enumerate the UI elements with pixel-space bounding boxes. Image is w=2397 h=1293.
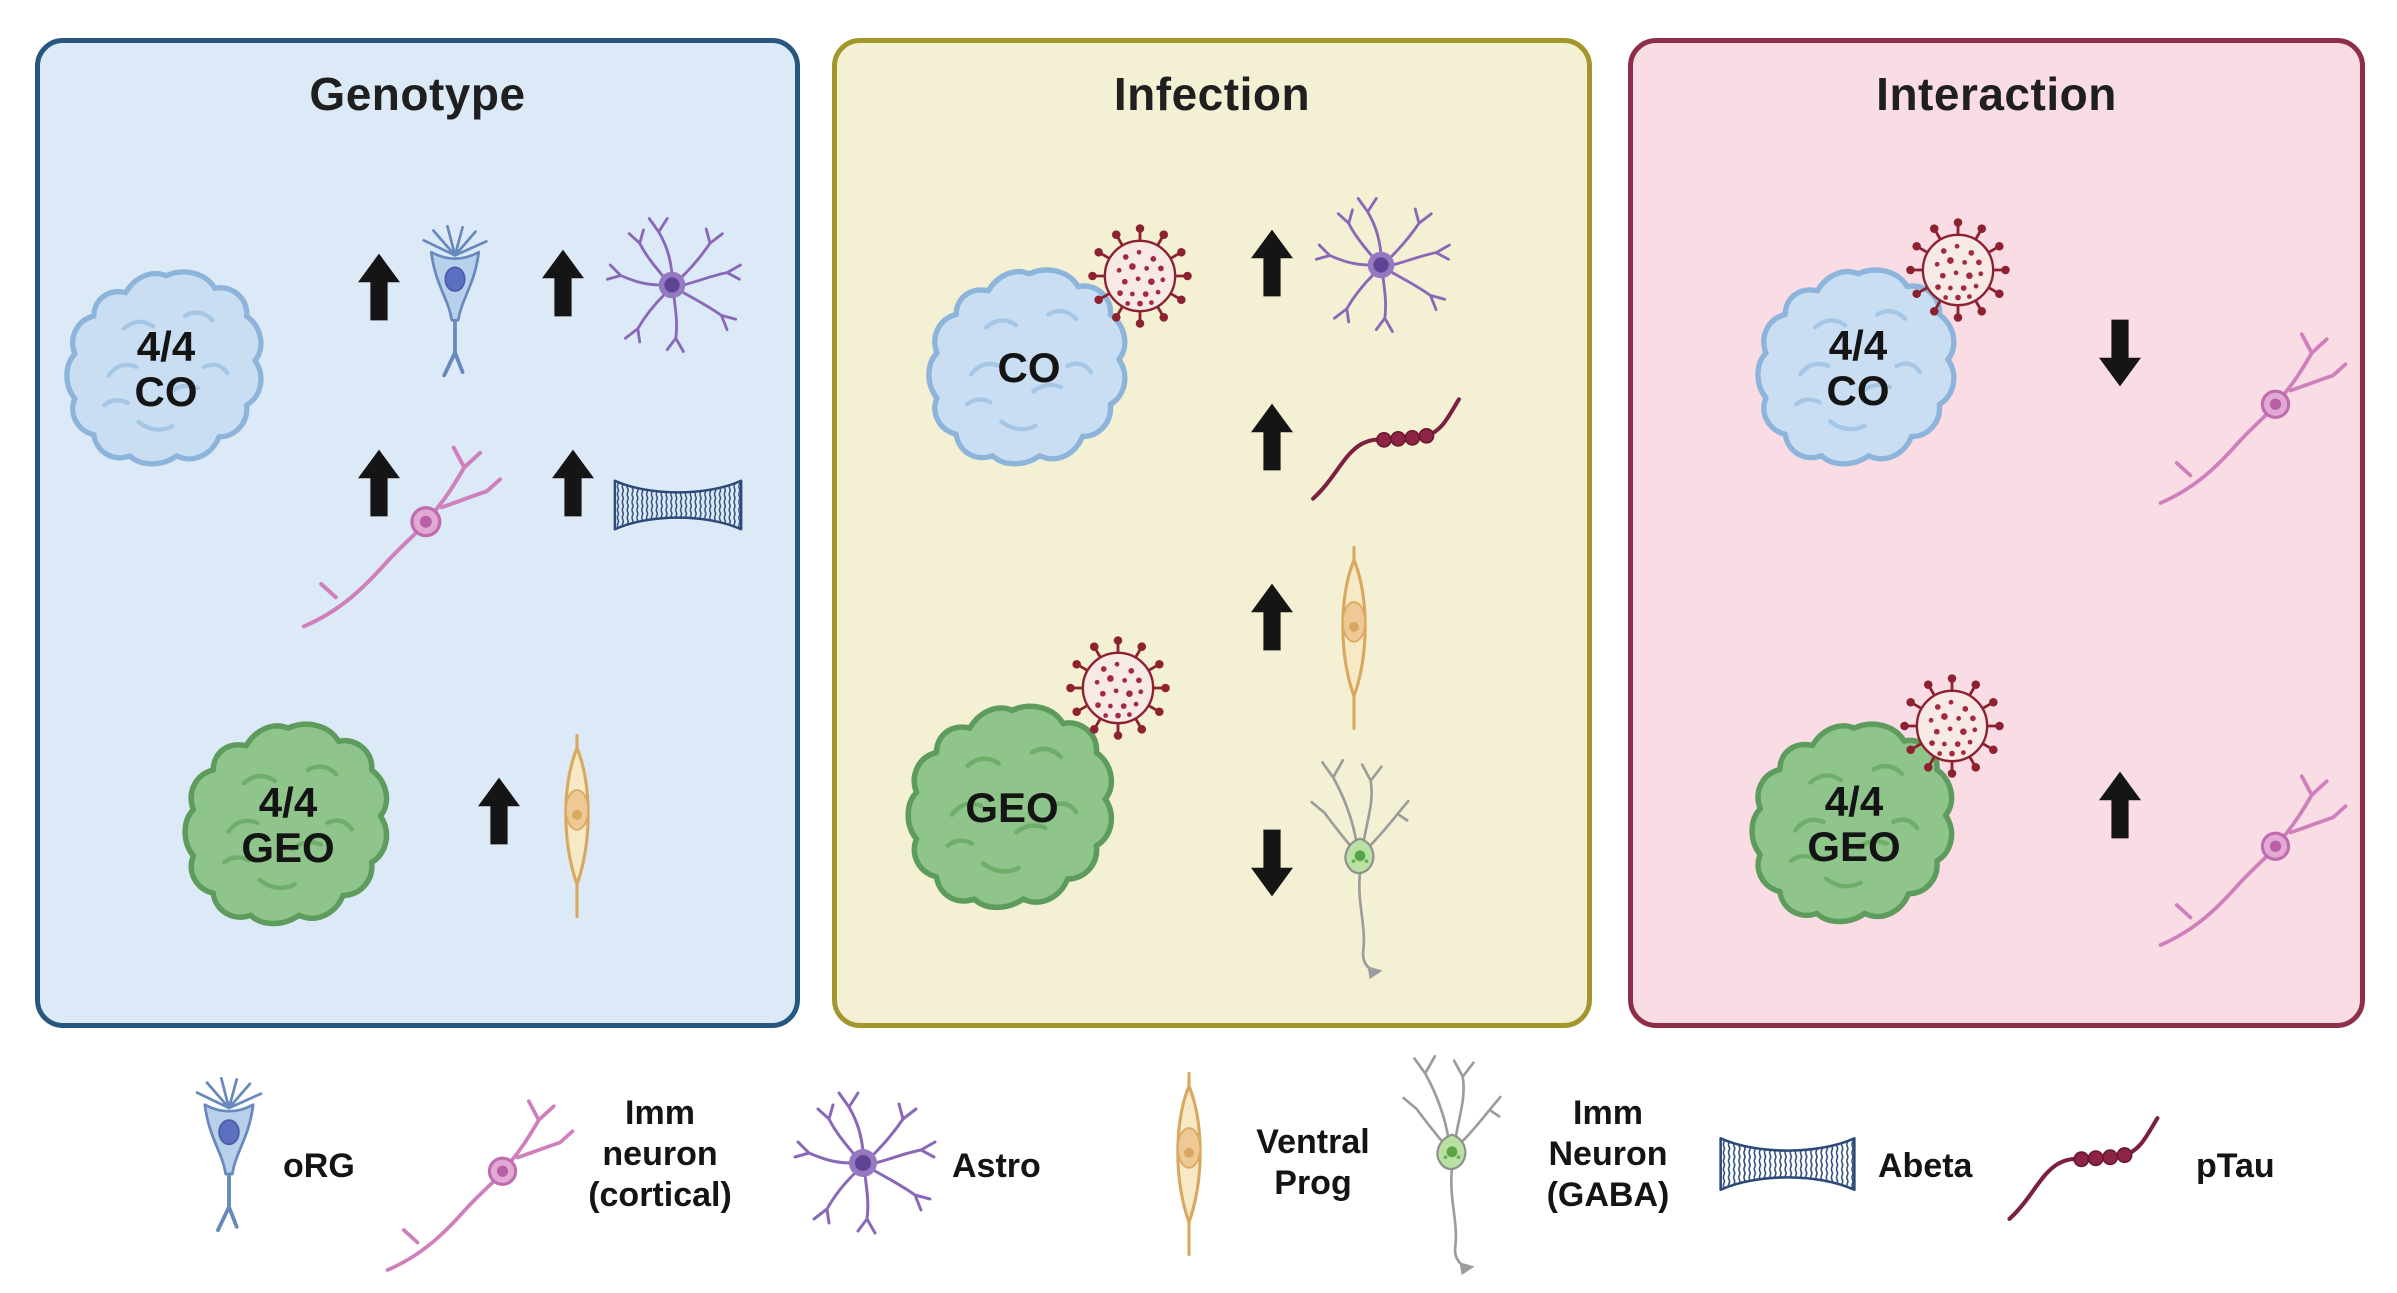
panel-interaction: Interaction 4/4 CO 4/4 GEO xyxy=(1628,38,2365,1028)
increase-arrow-icon xyxy=(552,447,594,519)
panel-genotype: Genotype 4/4 CO 4/4 GEO xyxy=(35,38,800,1028)
organoid-geo: 4/4 GEO xyxy=(1745,715,1963,933)
ptau-icon xyxy=(1307,393,1469,505)
legend-label-abeta: Abeta xyxy=(1878,1147,1973,1185)
virus-icon xyxy=(1083,219,1197,333)
virus-icon xyxy=(1895,669,2009,783)
increase-arrow-icon xyxy=(1251,227,1293,299)
organoid-label: CO xyxy=(997,344,1061,392)
increase-arrow-icon xyxy=(478,775,520,847)
ventral-prog-icon xyxy=(546,733,608,919)
organoid-co: 4/4 CO xyxy=(1751,261,1965,475)
virus-icon xyxy=(1901,213,2015,327)
panel-infection: Infection CO GEO xyxy=(832,38,1592,1028)
org-cell-icon xyxy=(190,1075,268,1240)
organoid-co: 4/4 CO xyxy=(60,263,272,475)
abeta-icon xyxy=(610,471,746,539)
organoid-co: CO xyxy=(922,261,1136,475)
decrease-arrow-icon xyxy=(1251,827,1293,899)
legend-label-ptau: pTau xyxy=(2196,1147,2275,1185)
panel-title: Interaction xyxy=(1876,68,2117,120)
organoid-label: GEO xyxy=(965,784,1059,832)
virus-icon xyxy=(1061,631,1175,745)
organoid-label: 4/4 GEO xyxy=(241,778,335,871)
imm-neuron-cortical-icon xyxy=(380,1080,580,1280)
legend-label-org: oRG xyxy=(283,1147,355,1185)
org-cell-icon xyxy=(416,223,494,385)
increase-arrow-icon xyxy=(2099,769,2141,841)
astrocyte-icon xyxy=(596,209,748,361)
ptau-icon xyxy=(2003,1112,2168,1225)
legend-label-imm-neuron-cortical: Imm neuron (cortical) xyxy=(588,1094,732,1214)
increase-arrow-icon xyxy=(542,247,584,319)
ventral-prog-icon xyxy=(1158,1070,1220,1258)
legend-label-astro: Astro xyxy=(952,1147,1041,1185)
organoid-label: 4/4 CO xyxy=(1826,321,1890,414)
increase-arrow-icon xyxy=(358,251,400,323)
increase-arrow-icon xyxy=(1251,401,1293,473)
astrocyte-icon xyxy=(1305,189,1457,341)
panel-title: Infection xyxy=(1113,68,1311,120)
astrocyte-icon xyxy=(783,1083,943,1243)
organoid-geo: 4/4 GEO xyxy=(178,715,398,935)
legend-label-ventral-prog: Ventral Prog xyxy=(1256,1123,1370,1202)
organoid-geo: GEO xyxy=(901,697,1123,919)
ventral-prog-icon xyxy=(1323,545,1385,731)
panel-title: Genotype xyxy=(309,68,526,120)
legend-label-gaba: Imm Neuron (GABA) xyxy=(1546,1094,1670,1214)
imm-neuron-cortical-icon xyxy=(2153,313,2353,513)
imm-neuron-cortical-icon xyxy=(2153,755,2353,955)
decrease-arrow-icon xyxy=(2099,317,2141,389)
organoid-label: 4/4 GEO xyxy=(1807,777,1901,870)
abeta-icon xyxy=(1715,1128,1860,1200)
organoid-label: 4/4 CO xyxy=(134,322,198,415)
gaba-neuron-icon xyxy=(1393,1045,1511,1280)
imm-neuron-cortical-icon xyxy=(296,425,508,637)
increase-arrow-icon xyxy=(1251,581,1293,653)
gaba-neuron-icon xyxy=(1301,749,1419,984)
